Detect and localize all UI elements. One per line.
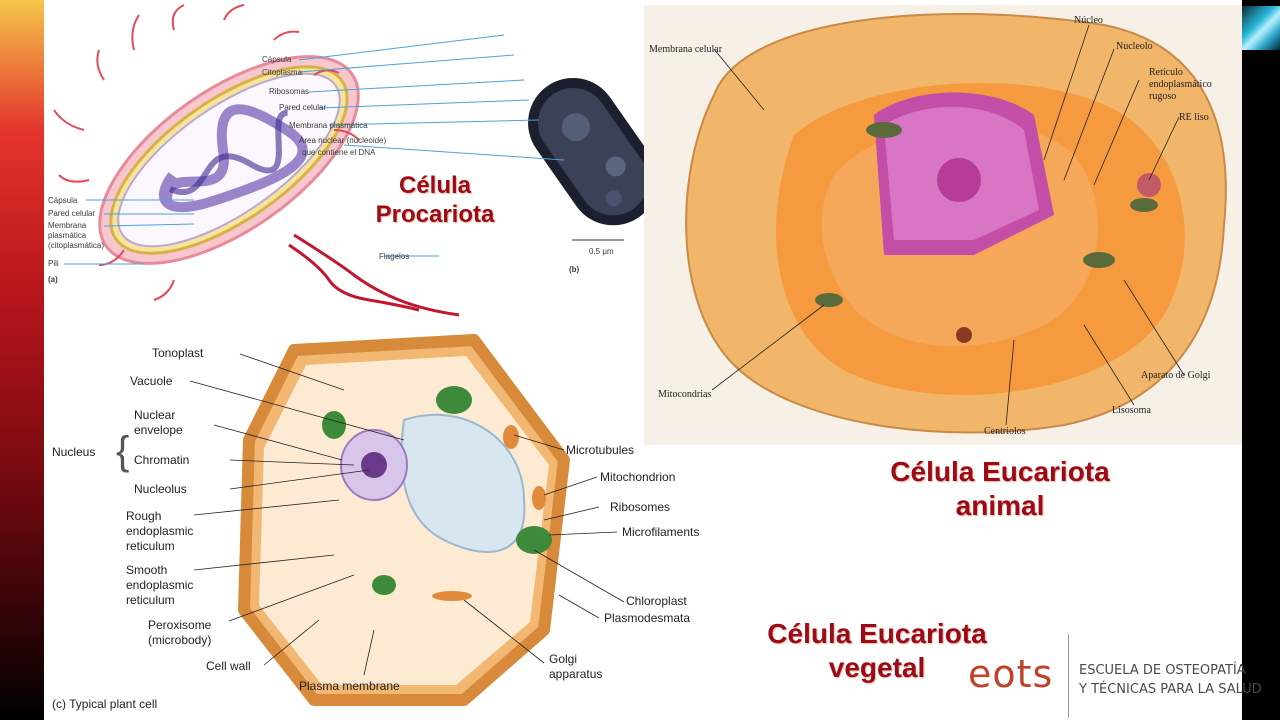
- prokaryote-left-labels: Cápsula Pared celular Membrana plasmátic…: [48, 196, 624, 284]
- animal-cell-title: Célula Eucariota animal: [865, 455, 1135, 523]
- animal-title-line1: Célula Eucariota: [890, 456, 1110, 487]
- label-smooth-3: reticulum: [126, 593, 175, 607]
- micrograph-bacterium: [528, 77, 644, 226]
- label-cell-wall: Cell wall: [206, 659, 251, 673]
- decorative-streak: [1242, 6, 1280, 50]
- label-mitochondrion: Mitochondrion: [600, 470, 675, 484]
- label-re-liso: RE liso: [1179, 112, 1209, 123]
- label-vacuole: Vacuole: [130, 374, 173, 388]
- plant-cell-title: Célula Eucariota vegetal: [742, 617, 1012, 685]
- school-name-line1: ESCUELA DE OSTEOPATÍA: [1079, 663, 1246, 678]
- label-capsula: Cápsula: [262, 55, 292, 64]
- panel-b-label: (b): [569, 265, 580, 274]
- label-golgi-1: Golgi: [549, 652, 577, 666]
- label-nuclear-1: Nuclear: [134, 408, 175, 422]
- label-rough-3: reticulum: [126, 539, 175, 553]
- label-ribosomas: Ribosomas: [269, 87, 309, 96]
- label-plasmodesmata: Plasmodesmata: [604, 611, 690, 625]
- label-nucleus: Nucleus: [52, 445, 95, 459]
- label-peroxisome-2: (microbody): [148, 633, 211, 647]
- label-pared-celular-left: Pared celular: [48, 209, 95, 218]
- label-membrana-plasmatica: Membrana plasmática: [289, 121, 368, 130]
- label-reticulo-1: Retículo: [1149, 67, 1183, 78]
- plant-organelles: [322, 386, 552, 601]
- prokaryote-cell-illustration: [98, 55, 360, 265]
- school-name: ESCUELA DE OSTEOPATÍA Y TÉCNICAS PARA LA…: [1079, 661, 1262, 699]
- label-membrana-celular: Membrana celular: [649, 44, 723, 55]
- label-golgi-2: apparatus: [549, 667, 602, 681]
- animal-organelles: [815, 122, 1161, 343]
- prokaryote-right-labels: Cápsula Citoplasma Ribosomas Pared celul…: [262, 34, 565, 161]
- label-aparato-golgi: Aparato de Golgi: [1141, 370, 1211, 381]
- label-mitocondrias: Mitocondrias: [658, 389, 711, 400]
- prokaryote-title-line1: Célula: [398, 172, 472, 199]
- label-capsula-left: Cápsula: [48, 196, 78, 205]
- label-reticulo-3: rugoso: [1149, 91, 1176, 102]
- label-chromatin: Chromatin: [134, 453, 189, 467]
- plant-left-labels: Tonoplast Vacuole Nucleus { Nuclear enve…: [52, 346, 405, 711]
- label-lisosoma: Lisosoma: [1112, 405, 1151, 416]
- label-peroxisome-1: Peroxisome: [148, 618, 212, 632]
- plant-right-labels: Microtubules Mitochondrion Ribosomes Mic…: [299, 434, 699, 693]
- prokaryote-diagram: Cápsula Citoplasma Ribosomas Pared celul…: [48, 4, 644, 317]
- animal-cell-labels: Membrana celular Núcleo Nucleolo Retícul…: [649, 15, 1212, 437]
- school-name-line2: Y TÉCNICAS PARA LA SALUD: [1079, 682, 1262, 697]
- label-plasma-membrane: Plasma membrane: [299, 679, 400, 693]
- slide-canvas: Cápsula Citoplasma Ribosomas Pared celul…: [44, 0, 1242, 720]
- plant-cell-diagram: Tonoplast Vacuole Nucleus { Nuclear enve…: [52, 334, 699, 711]
- label-nuclear-2: envelope: [134, 423, 183, 437]
- plant-title-line1: Célula Eucariota: [767, 618, 987, 649]
- label-area-nuclear: Área nuclear (nucleoide): [299, 136, 386, 145]
- label-pili: Pili: [48, 259, 59, 268]
- label-plasmatica-left: plasmática: [48, 231, 87, 240]
- plant-title-line2: vegetal: [828, 652, 926, 683]
- label-nucleolo: Nucleolo: [1116, 41, 1153, 52]
- label-tonoplast: Tonoplast: [152, 346, 204, 360]
- label-flagelos: Flagelos: [379, 252, 409, 261]
- label-citoplasmatica-left: (citoplasmática): [48, 241, 104, 250]
- label-pared-celular: Pared celular: [279, 103, 326, 112]
- label-microfilaments: Microfilaments: [622, 525, 699, 539]
- panel-a-label: (a): [48, 275, 58, 284]
- label-smooth-1: Smooth: [126, 563, 167, 577]
- label-membrana-left: Membrana: [48, 221, 87, 230]
- label-reticulo-2: endoplasmático: [1149, 79, 1212, 90]
- label-smooth-2: endoplasmic: [126, 578, 193, 592]
- decorative-left-band: [0, 0, 44, 720]
- label-chloroplast: Chloroplast: [626, 594, 687, 608]
- animal-title-line2: animal: [955, 490, 1045, 521]
- prokaryote-title-line2: Procariota: [375, 201, 495, 228]
- decorative-right-band: [1242, 0, 1280, 720]
- scale-bar-label: 0.5 μm: [589, 247, 614, 256]
- animal-cell-diagram: Membrana celular Núcleo Nucleolo Retícul…: [644, 5, 1242, 445]
- label-dna: que contiene el DNA: [302, 148, 376, 157]
- label-nucleo: Núcleo: [1074, 15, 1103, 26]
- nucleus-bracket: {: [116, 429, 129, 473]
- label-ribosomes: Ribosomes: [610, 500, 670, 514]
- plant-caption: (c) Typical plant cell: [52, 697, 157, 711]
- logo-divider: [1068, 634, 1069, 718]
- label-rough-2: endoplasmic: [126, 524, 193, 538]
- flagella-pili: [53, 4, 460, 317]
- label-microtubules: Microtubules: [566, 443, 634, 457]
- label-rough-1: Rough: [126, 509, 161, 523]
- eots-logo: eots: [968, 652, 1054, 696]
- label-citoplasma: Citoplasma: [262, 68, 303, 77]
- label-centriolos: Centriolos: [984, 426, 1026, 437]
- prokaryote-title: Célula Procariota: [360, 171, 510, 229]
- label-nucleolus: Nucleolus: [134, 482, 187, 496]
